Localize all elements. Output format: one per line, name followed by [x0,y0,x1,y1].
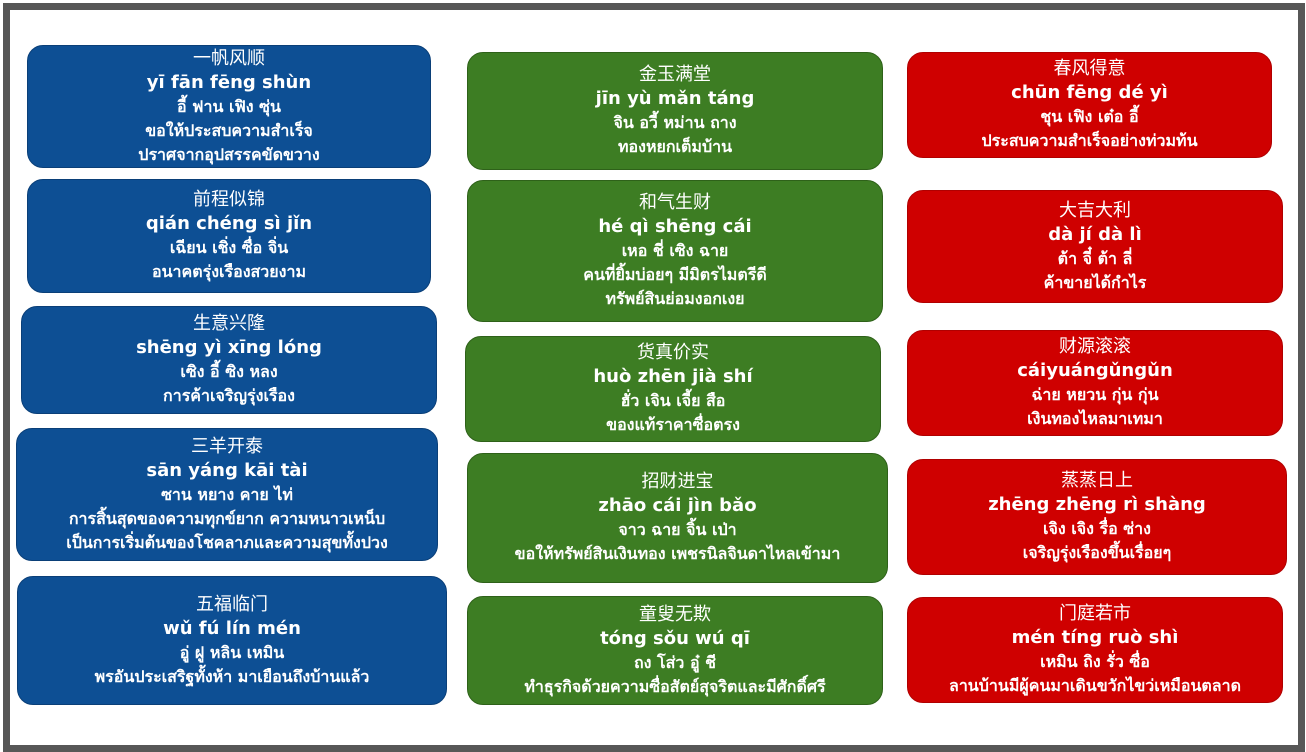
pinyin-text: wǔ fú lín mén [163,617,301,639]
thai-meaning: ขอให้ทรัพย์สินเงินทอง เพชรนิลจินดาไหลเข้… [514,544,841,563]
thai-transliteration: จิน อวี้ หม่าน ถาง [613,113,737,132]
chinese-text: 春风得意 [1053,58,1126,79]
thai-meaning: เจริญรุ่งเรืองขึ้นเรื่อยๆ [1022,543,1172,562]
thai-meaning: ขอให้ประสบความสำเร็จ [145,120,313,140]
thai-meaning: ทองหยกเต็มบ้าน [617,137,733,156]
pinyin-text: zhāo cái jìn bǎo [598,495,757,516]
thai-transliteration: เหมิน ถิง รั่ว ซื่อ [1040,652,1150,671]
thai-transliteration: ต้า จี๋ ต้า ลี่ [1057,248,1133,268]
chinese-text: 蒸蒸日上 [1061,470,1133,491]
thai-transliteration: เฉียน เชิ่ง ซื่อ จิ่น [169,238,289,257]
chinese-text: 门庭若市 [1059,603,1131,624]
chinese-text: 生意兴隆 [193,313,265,334]
thai-transliteration: เซิง อี้ ซิง หลง [180,362,278,381]
phrase-card-jin-yu-man-tang: 金玉满堂 jīn yù mǎn táng จิน อวี้ หม่าน ถาง … [467,52,883,170]
thai-meaning: ทำธุรกิจด้วยความซื่อสัตย์สุจริตและมีศักด… [524,676,826,696]
pinyin-text: qián chéng sì jǐn [145,213,313,234]
thai-meaning: เงินทองไหลมาเทมา [1027,409,1163,428]
chinese-text: 和气生财 [639,192,711,213]
thai-transliteration: ฮั่ว เจิน เจี้ย สือ [620,391,726,410]
phrase-card-he-qi-sheng-cai: 和气生财 hé qì shēng cái เหอ ชี่ เซิง ฉาย คน… [467,180,883,322]
phrase-card-huo-zhen-jia-shi: 货真价实 huò zhēn jià shí ฮั่ว เจิน เจี้ย สื… [465,336,881,442]
thai-transliteration: ฉ่าย หยวน กุ่น กุ่น [1031,385,1159,404]
thai-transliteration: จาว ฉาย จิ้น เป่า [618,520,737,539]
chinese-text: 童叟无欺 [639,603,711,625]
phrase-card-sheng-yi-xing-long: 生意兴隆 shēng yì xīng lóng เซิง อี้ ซิง หลง… [21,306,437,414]
pinyin-text: jīn yù mǎn táng [595,88,755,109]
thai-meaning: พรอันประเสริฐทั้งห้า มาเยือนถึงบ้านแล้ว [94,666,370,686]
thai-meaning: ปราศจากอุปสรรคขัดขวาง [138,144,320,164]
chinese-text: 五福临门 [196,593,268,615]
thai-meaning: ทรัพย์สินย่อมงอกเงย [605,289,745,308]
chinese-text: 大吉大利 [1059,199,1131,221]
phrase-card-qian-cheng-si-jin: 前程似锦 qián chéng sì jǐn เฉียน เชิ่ง ซื่อ … [27,179,431,293]
thai-transliteration: เหอ ชี่ เซิง ฉาย [621,241,729,260]
phrase-card-yi-fan-feng-shun: 一帆风顺 yī fān fēng shùn อี้ ฟาน เฟิง ซุ่น … [27,45,431,168]
thai-transliteration: ชุน เฟิง เต๋อ อี้ [1040,107,1139,126]
thai-transliteration: อู่ ฝู หลิน เหมิน [179,642,285,662]
thai-meaning: ลานบ้านมีผู้คนมาเดินขวักไขว่เหมือนตลาด [949,676,1241,695]
thai-meaning: คนที่ยิ้มบ่อยๆ มีมิตรไมตรีดี [583,265,767,284]
phrase-card-zheng-zheng-ri-shang: 蒸蒸日上 zhēng zhēng rì shàng เจิง เจิง รื่อ… [907,459,1287,575]
phrase-card-san-yang-kai-tai: 三羊开泰 sān yáng kāi tài ซาน หยาง คาย ไท่ ก… [16,428,438,561]
thai-meaning: การสิ้นสุดของความทุกข์ยาก ความหนาวเหน็บ [68,508,386,528]
thai-transliteration: อี้ ฟาน เฟิง ซุ่น [177,96,281,116]
thai-meaning: ประสบความสำเร็จอย่างท่วมท้น [981,131,1198,150]
thai-meaning: ค้าขายได้กำไร [1043,272,1147,292]
phrase-card-cai-yuan-gun-gun: 财源滚滚 cáiyuángǔngǔn ฉ่าย หยวน กุ่น กุ่น เ… [907,330,1283,436]
pinyin-text: huò zhēn jià shí [593,366,753,387]
thai-transliteration: ถง โส่ว อู๋ ชี [633,652,717,672]
chinese-text: 前程似锦 [193,189,265,210]
pinyin-text: yī fān fēng shùn [146,71,312,93]
pinyin-text: zhēng zhēng rì shàng [988,494,1206,515]
pinyin-text: cáiyuángǔngǔn [1017,360,1173,381]
phrase-card-chun-feng-de-yi: 春风得意 chūn fēng dé yì ชุน เฟิง เต๋อ อี้ ป… [907,52,1272,158]
chinese-text: 货真价实 [637,342,709,363]
thai-meaning: เป็นการเริ่มต้นของโชคลาภและความสุขทั้งปว… [66,532,388,552]
thai-meaning: อนาคตรุ่งเรืองสวยงาม [152,262,306,281]
phrase-card-tong-sou-wu-qi: 童叟无欺 tóng sǒu wú qī ถง โส่ว อู๋ ชี ทำธุร… [467,596,883,705]
phrase-card-zhao-cai-jin-bao: 招财进宝 zhāo cái jìn bǎo จาว ฉาย จิ้น เป่า … [467,453,888,583]
pinyin-text: sān yáng kāi tài [146,459,308,481]
chinese-text: 一帆风顺 [193,47,265,69]
chinese-text: 招财进宝 [641,471,714,492]
thai-transliteration: เจิง เจิง รื่อ ซ่าง [1043,519,1151,538]
pinyin-text: dà jí dà lì [1048,223,1142,245]
pinyin-text: tóng sǒu wú qī [600,627,750,649]
phrase-card-men-ting-ruo-shi: 门庭若市 mén tíng ruò shì เหมิน ถิง รั่ว ซื่… [907,597,1283,703]
chinese-text: 三羊开泰 [191,435,263,457]
pinyin-text: hé qì shēng cái [598,216,752,237]
thai-transliteration: ซาน หยาง คาย ไท่ [161,484,293,504]
chinese-text: 金玉满堂 [639,64,711,85]
thai-meaning: ของแท้ราคาซื่อตรง [606,415,740,434]
pinyin-text: chūn fēng dé yì [1011,82,1168,103]
phrase-card-da-ji-da-li: 大吉大利 dà jí dà lì ต้า จี๋ ต้า ลี่ ค้าขายไ… [907,190,1283,303]
thai-meaning: การค้าเจริญรุ่งเรือง [163,386,295,405]
phrase-card-wu-fu-lin-men: 五福临门 wǔ fú lín mén อู่ ฝู หลิน เหมิน พรอ… [17,576,447,705]
pinyin-text: shēng yì xīng lóng [136,337,322,358]
chinese-text: 财源滚滚 [1059,336,1131,357]
pinyin-text: mén tíng ruò shì [1011,627,1179,648]
